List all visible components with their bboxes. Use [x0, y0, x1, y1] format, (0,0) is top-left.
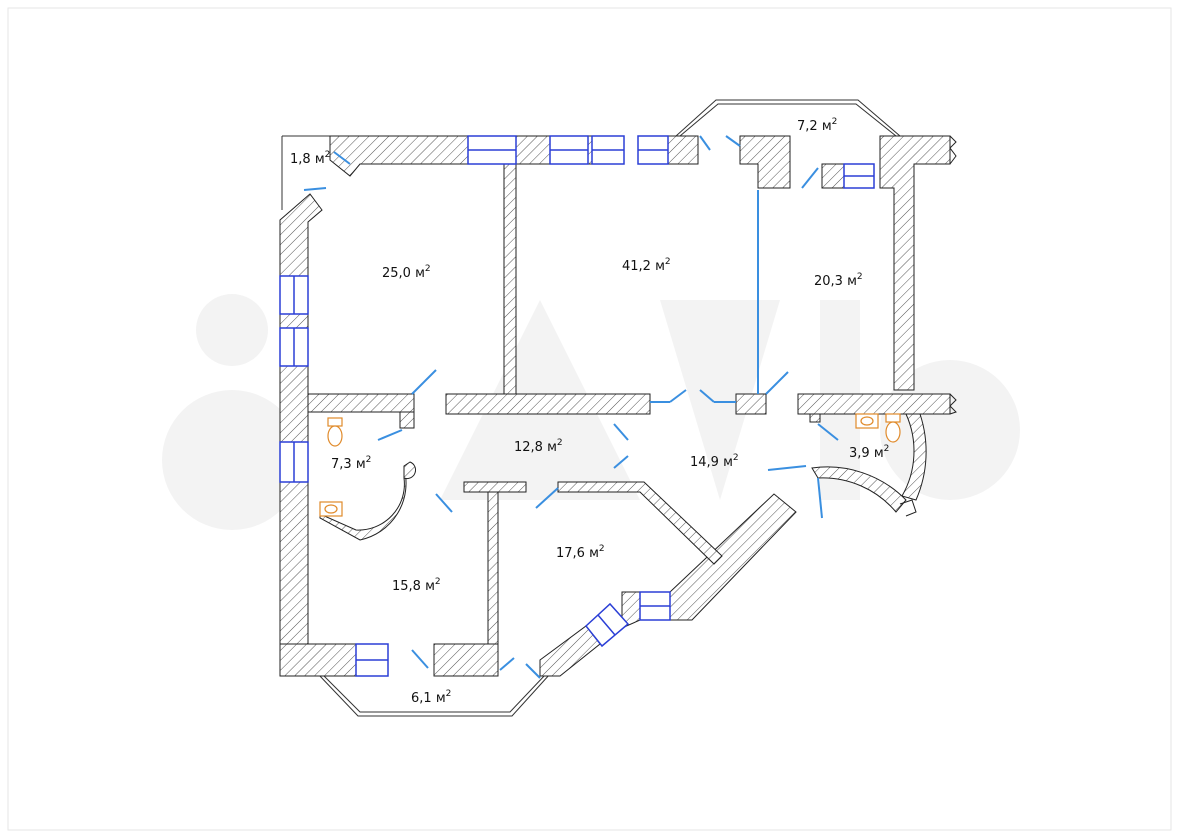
sink-icon [855, 413, 879, 429]
room-area-label: 20,3 м2 [814, 272, 863, 289]
fixtures [319, 413, 901, 517]
door [817, 423, 839, 441]
door [525, 663, 541, 679]
doors [303, 135, 839, 679]
door [411, 369, 437, 395]
room-area-label: 3,9 м2 [849, 444, 889, 461]
balcony-south-outline [317, 673, 551, 717]
door [613, 423, 629, 441]
door [817, 477, 823, 519]
toilet-icon [885, 413, 901, 443]
windows [279, 135, 875, 677]
window [637, 135, 669, 165]
wall-int-bath-top [307, 393, 415, 413]
room-area-label: 7,2 м2 [797, 117, 837, 134]
window [584, 602, 630, 648]
wall-int-tee [463, 481, 527, 493]
wall-south-1 [279, 643, 357, 677]
door [725, 135, 741, 147]
window [355, 643, 389, 677]
door [669, 389, 687, 403]
door [767, 465, 807, 471]
room-labels: 1,8 м2 25,0 м2 41,2 м2 7,2 м2 20,3 м2 12… [290, 117, 889, 706]
door [303, 187, 327, 191]
room-area-label: 41,2 м2 [622, 257, 671, 274]
door [333, 151, 351, 165]
door [499, 657, 515, 671]
wall-north-2 [515, 135, 551, 165]
window [279, 275, 309, 315]
wall-int-d-e [487, 491, 499, 645]
wall-west-mid [279, 365, 309, 443]
window [549, 135, 589, 165]
wall-int-hall-top [445, 393, 651, 415]
sink-icon [319, 501, 343, 517]
wall-int-diag [557, 481, 723, 565]
wall-north-3 [667, 135, 699, 165]
wall-int-east [797, 393, 951, 415]
wall-int-pillar [735, 393, 767, 415]
room-area-label: 12,8 м2 [514, 438, 563, 455]
room-area-label: 1,8 м2 [290, 150, 330, 167]
wall-south-3 [539, 625, 601, 677]
door [699, 135, 711, 151]
door [535, 487, 559, 509]
wall-north-4 [739, 135, 791, 189]
door [699, 389, 715, 403]
window [843, 163, 875, 189]
door [801, 167, 819, 189]
room-area-label: 7,3 м2 [331, 455, 371, 472]
wall-bath-east-curve [901, 413, 927, 501]
window [279, 327, 309, 367]
door [377, 429, 403, 441]
room-area-label: 6,1 м2 [411, 689, 451, 706]
window [639, 591, 671, 621]
toilet-icon [327, 417, 343, 447]
room-area-label: 25,0 м2 [382, 264, 431, 281]
wall-int-a-b [503, 163, 517, 395]
wall-stubs [899, 135, 957, 517]
door [411, 649, 429, 669]
wall-east-upper [879, 135, 951, 391]
door [435, 493, 453, 513]
walls [279, 135, 951, 677]
room-area-label: 14,9 м2 [690, 453, 739, 470]
wall-south-2 [433, 643, 499, 677]
door [765, 371, 789, 395]
room-area-label: 15,8 м2 [392, 577, 441, 594]
window [467, 135, 517, 165]
room-area-label: 17,6 м2 [556, 544, 605, 561]
window [591, 135, 625, 165]
window [279, 441, 309, 483]
door [613, 455, 629, 469]
balcony-north-outline [675, 99, 901, 137]
